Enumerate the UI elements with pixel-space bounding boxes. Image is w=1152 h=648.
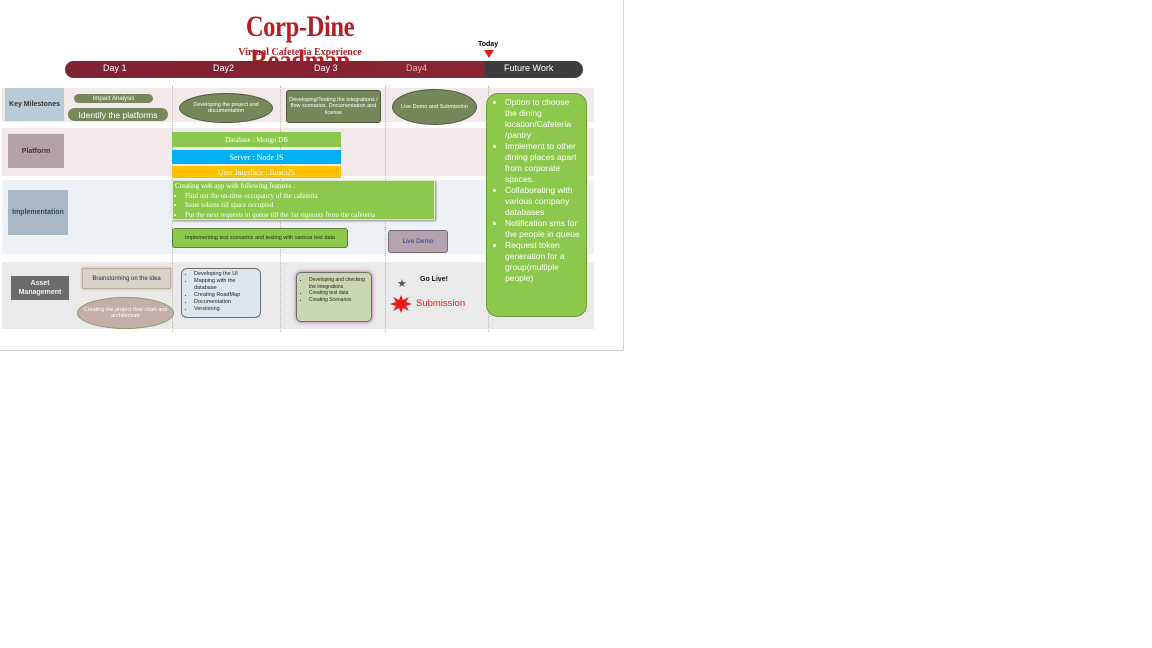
- webapp-feature: Put the next requests in queue till the …: [185, 211, 432, 221]
- platform-database: Database : Mongo DB: [172, 132, 341, 147]
- asset-day3-item: Developing and checking the integrations: [309, 277, 369, 290]
- asset-flow-chart: Creating the project flow chart and arch…: [77, 297, 174, 329]
- timeline-day2: Day2: [213, 63, 235, 73]
- timeline-future-work: Future Work: [504, 63, 554, 73]
- future-work-item: Option to choose the dining location/Caf…: [505, 97, 583, 141]
- go-live-star-icon: ★: [397, 278, 407, 290]
- legend-submission: Submission: [416, 298, 466, 309]
- future-work-item: Notification sms for the people in queue: [505, 218, 583, 240]
- asset-day2-item: Versioning: [194, 306, 258, 313]
- page-title: Corp-Dine Roadmap: [245, 10, 355, 77]
- future-work-item: Request token generation for a group(mul…: [505, 240, 583, 284]
- milestone-developing-testing: Developing/Testing the integrations / fl…: [286, 90, 381, 123]
- milestone-live-demo-submission: Live Demo and Submission: [392, 89, 477, 125]
- row-label-implementation: Implementation: [8, 190, 68, 235]
- milestone-impact-analysis: Impact Analysis: [74, 94, 153, 103]
- platform-server: Server : Node JS: [172, 150, 341, 164]
- today-marker-icon: [484, 50, 494, 58]
- today-label: Today: [478, 41, 499, 48]
- row-label-asset-management: Asset Management: [11, 276, 69, 300]
- future-work-box: Option to choose the dining location/Caf…: [486, 93, 587, 317]
- webapp-feature: Issue tokens till space occupied: [185, 201, 432, 211]
- webapp-title: Creating web app with following features…: [175, 182, 296, 190]
- asset-day3-item: Creating test data: [309, 290, 369, 297]
- asset-day2-item: Creating RoadMap: [194, 292, 258, 299]
- platform-ui: User Interface : ReactJS: [172, 166, 341, 178]
- page-subtitle: Virtual Cafeteria Experience: [238, 47, 362, 58]
- asset-day3-list: Developing and checking the integrations…: [296, 272, 372, 322]
- legend-go-live: Go Live!: [420, 276, 449, 283]
- row-label-platform: Platform: [8, 134, 64, 168]
- implementation-webapp-box: Creating web app with following features…: [172, 180, 435, 220]
- milestone-identify-platforms: Identify the platforms: [68, 108, 168, 121]
- timeline-day1: Day 1: [103, 63, 127, 73]
- future-work-item: Implement to other dining places apart f…: [505, 141, 583, 185]
- asset-brainstorming: Brainstorming on the idea: [82, 268, 171, 289]
- timeline-day4: Day4: [406, 63, 428, 73]
- submission-burst-icon: [390, 295, 412, 313]
- timeline-day3: Day 3: [314, 63, 338, 73]
- asset-day2-item: Documentation: [194, 299, 258, 306]
- asset-day3-item: Creating Scenarios: [309, 297, 369, 304]
- implementation-live-demo: Live Demo: [388, 230, 448, 253]
- row-label-key-milestones: Key Milestones: [5, 88, 64, 121]
- asset-day2-item: Developing the UI: [194, 271, 258, 278]
- implementation-testing: Implementing test scenarios and testing …: [172, 228, 348, 248]
- asset-day2-list: Developing the UI Mapping with the datab…: [181, 268, 261, 318]
- future-work-item: Collaborating with various company datab…: [505, 185, 583, 218]
- roadmap-slide: Corp-Dine Roadmap Virtual Cafeteria Expe…: [0, 0, 624, 351]
- milestone-developing-project: Developing the project and documentation: [179, 93, 273, 123]
- webapp-feature: Find out the on-time occupancy of the ca…: [185, 192, 432, 202]
- asset-day2-item: Mapping with the database: [194, 278, 258, 292]
- timeline-bar: Day 1 Day2 Day 3 Day4 Future Work: [65, 61, 583, 78]
